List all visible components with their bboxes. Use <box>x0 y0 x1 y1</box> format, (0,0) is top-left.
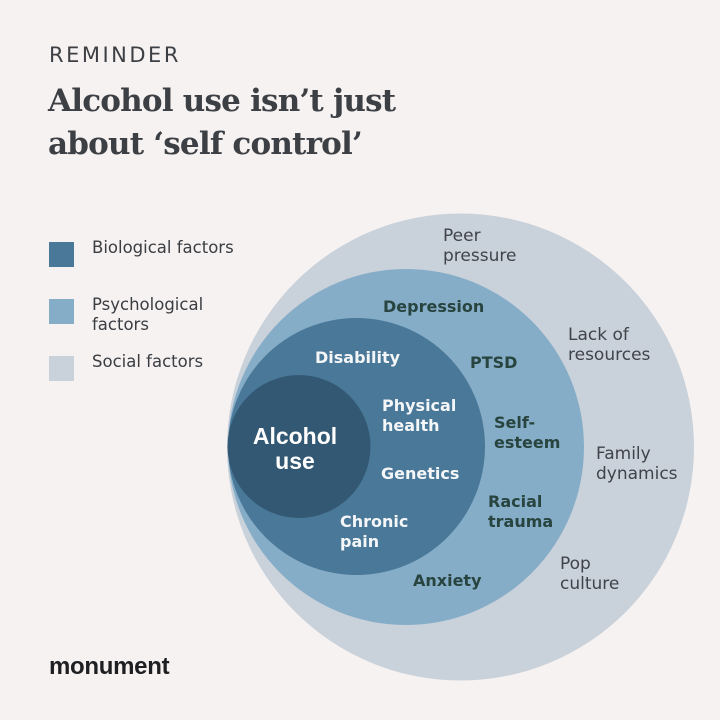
label-line: Self- <box>494 413 536 432</box>
legend-label: Biological factors <box>92 238 234 257</box>
psych-label-self-esteem: Self- esteem <box>494 413 560 453</box>
legend-label: Psychological factors <box>92 295 204 334</box>
psych-label-anxiety: Anxiety <box>413 571 482 591</box>
label-line: PTSD <box>470 353 518 372</box>
label-line: Family <box>596 444 651 464</box>
bio-label-chronic-pain: Chronic pain <box>340 512 408 552</box>
bio-label-disability: Disability <box>315 348 400 368</box>
label-line: Physical <box>382 396 457 415</box>
biological-swatch <box>49 242 74 267</box>
bio-label-genetics: Genetics <box>381 464 459 484</box>
label-line: Anxiety <box>413 571 482 590</box>
social-label-pop-culture: Pop culture <box>560 554 619 594</box>
page-title: Alcohol use isn’t just about ‘self contr… <box>48 83 396 162</box>
alcohol-use-core <box>227 375 371 518</box>
label-line: Chronic <box>340 512 409 531</box>
label-line: Disability <box>315 348 401 367</box>
label-line: Racial <box>488 492 543 511</box>
core-line1: Alcohol <box>252 423 338 449</box>
monument-logo: monument <box>49 653 170 680</box>
label-line: Depression <box>383 297 485 316</box>
label-line: resources <box>568 345 651 365</box>
psych-label-racial-trauma: Racial trauma <box>488 492 553 532</box>
core-label: Alcohol use <box>230 424 360 474</box>
label-line: trauma <box>488 512 554 531</box>
label-line: dynamics <box>596 464 678 484</box>
psych-label-depression: Depression <box>383 297 484 317</box>
social-label-family-dynamics: Family dynamics <box>596 444 678 484</box>
label-line: pain <box>340 532 380 551</box>
label-line: Pop <box>560 554 591 574</box>
social-swatch <box>49 356 74 381</box>
label-line: culture <box>560 574 620 594</box>
label-line: esteem <box>494 433 561 452</box>
social-label-peer-pressure: Peer pressure <box>443 226 516 266</box>
social-label-lack-of-resources: Lack of resources <box>568 325 650 365</box>
label-line: Lack of <box>568 325 629 345</box>
core-line2: use <box>275 448 315 474</box>
eyebrow-label: REMINDER <box>49 43 181 67</box>
bio-label-physical-health: Physical health <box>382 396 456 436</box>
psychological-swatch <box>49 299 74 324</box>
psych-label-ptsd: PTSD <box>470 353 517 373</box>
label-line: Genetics <box>381 464 460 483</box>
label-line: Peer <box>443 226 481 246</box>
legend-label: Social factors <box>92 352 204 371</box>
label-line: pressure <box>443 246 517 266</box>
label-line: health <box>382 416 440 435</box>
